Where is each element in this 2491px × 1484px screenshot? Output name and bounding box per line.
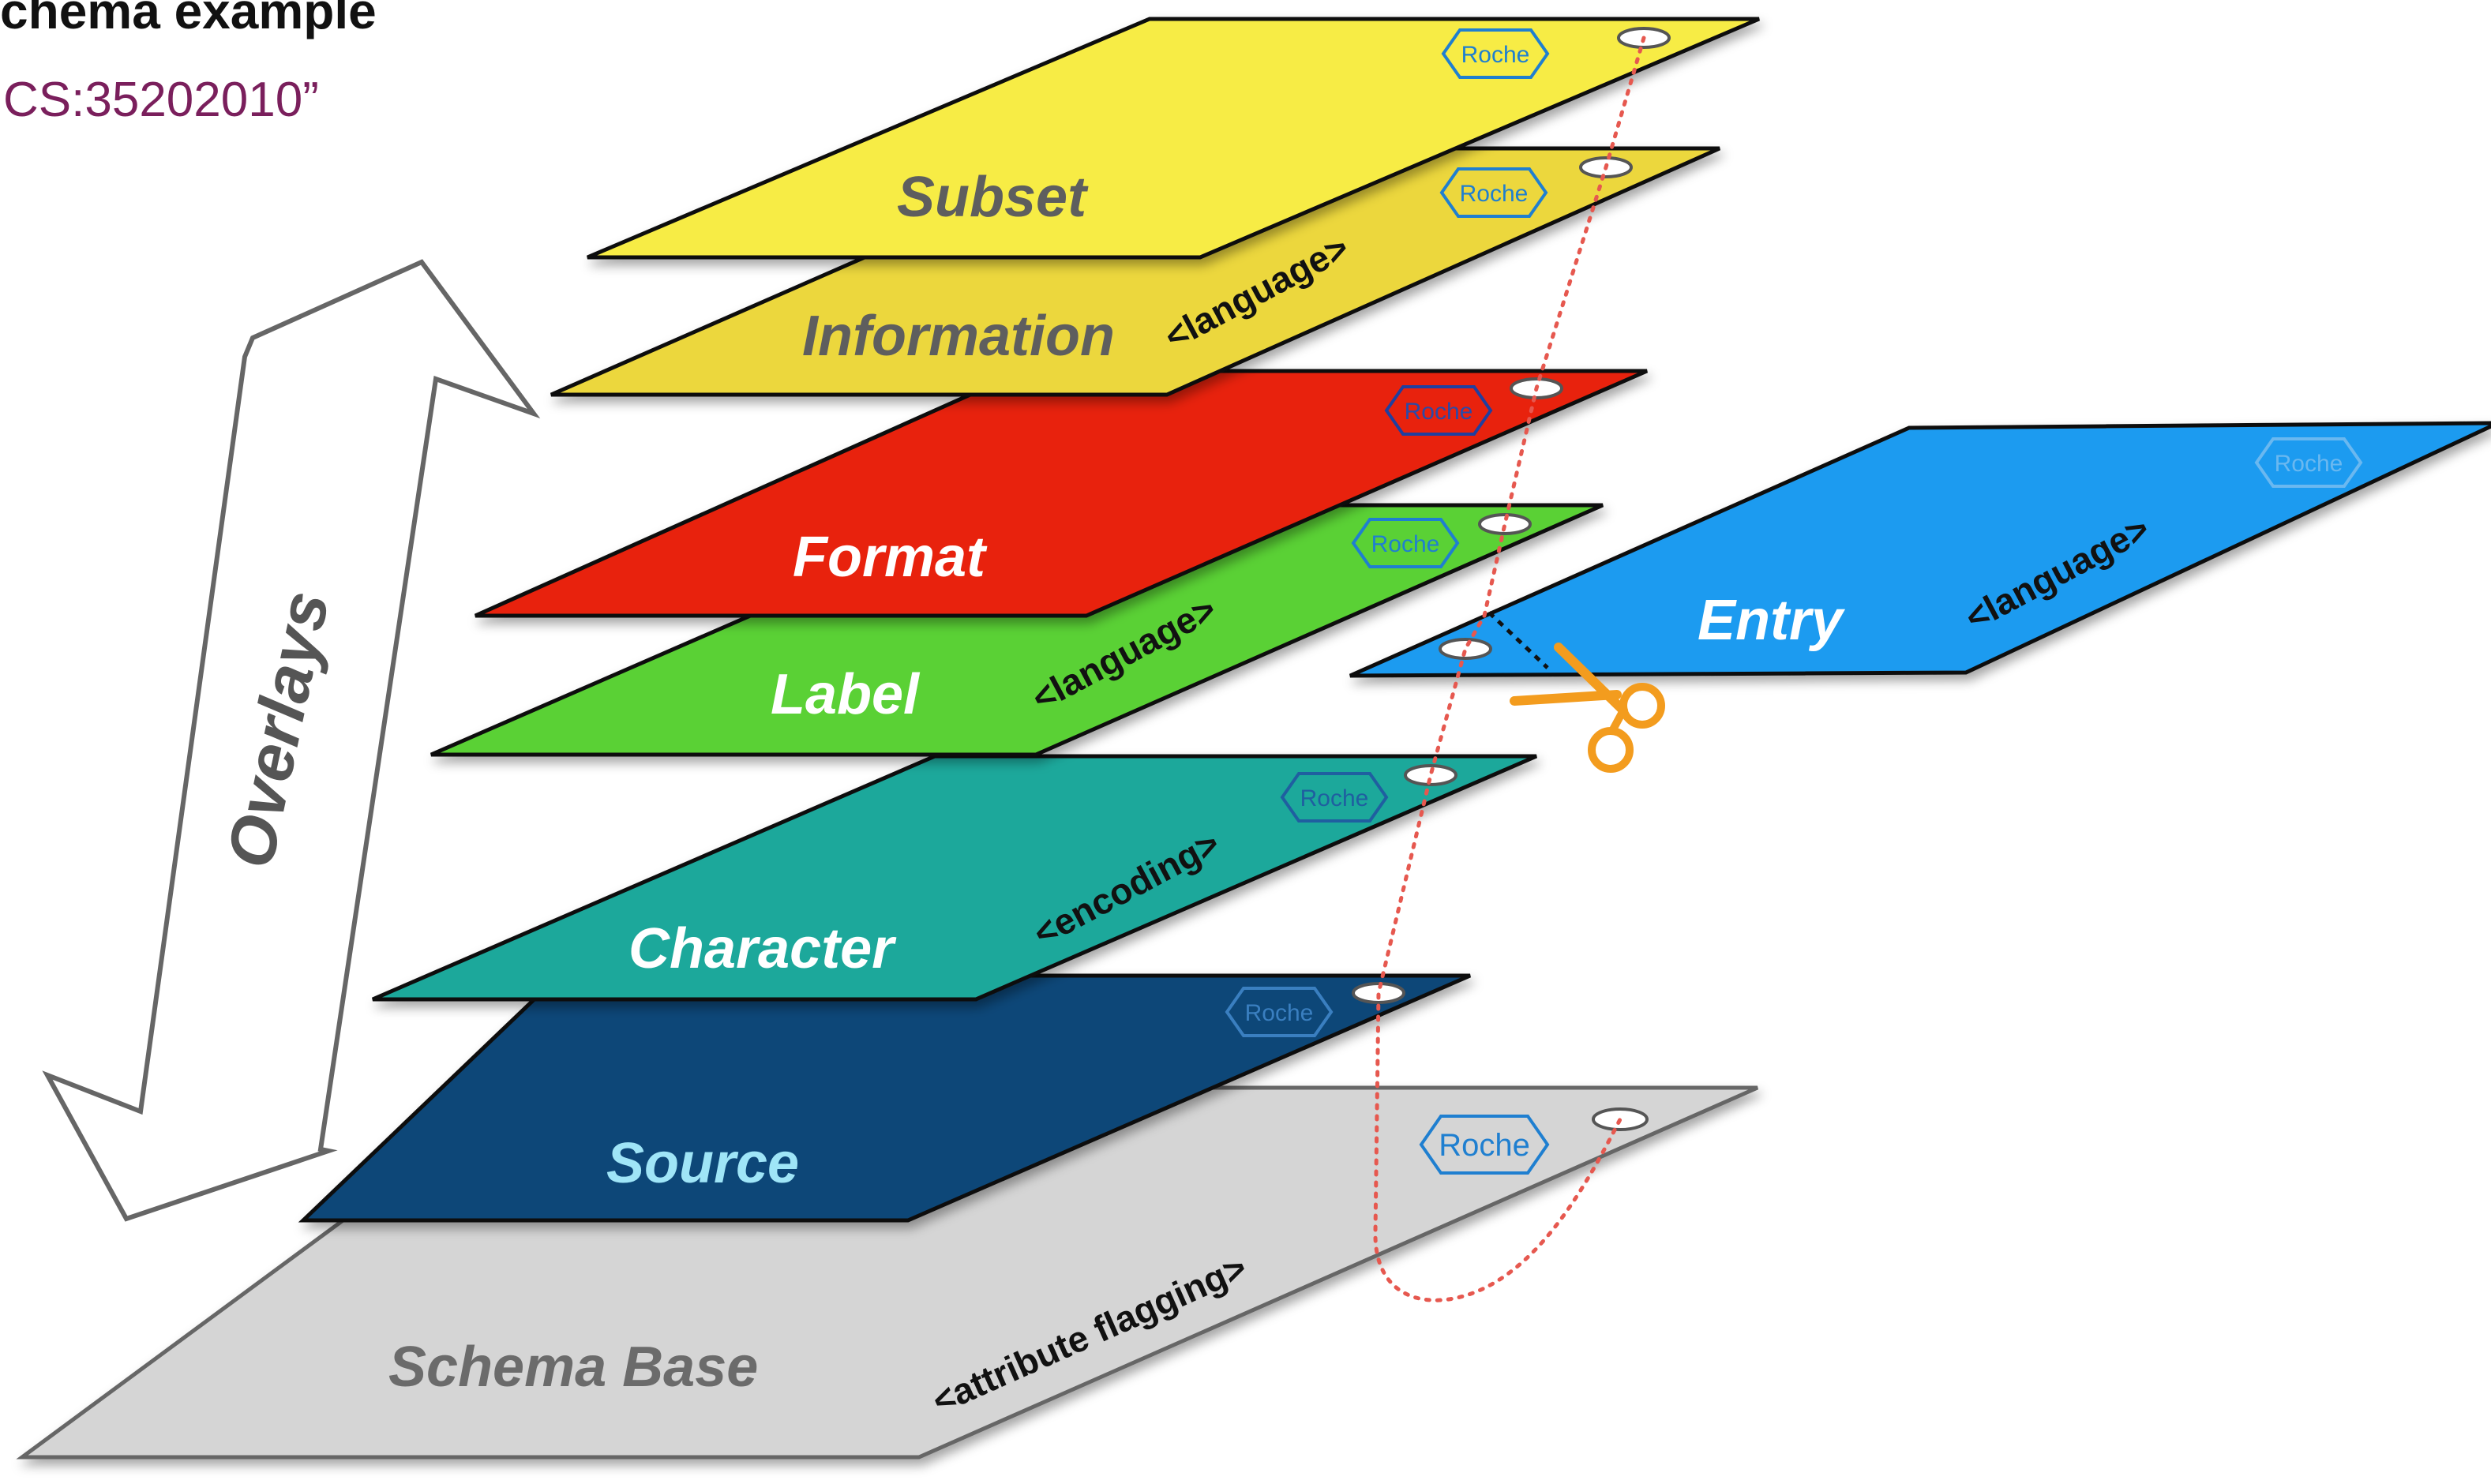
- svg-text:Roche: Roche: [1371, 531, 1440, 557]
- layer-eyelet: [1478, 513, 1532, 535]
- layer-plane: [298, 973, 1471, 1223]
- page-title: chema example: [0, 0, 377, 39]
- layer-label: Entry: [1698, 589, 1846, 652]
- page-subtitle: CS:35202010”: [3, 73, 319, 127]
- svg-text:Roche: Roche: [2275, 451, 2343, 477]
- layer-plane: [550, 146, 1721, 397]
- layer-label: Character: [628, 917, 897, 980]
- layer-label: Format: [793, 526, 988, 589]
- layer-eyelet: [1439, 638, 1492, 660]
- svg-text:Roche: Roche: [1245, 1000, 1314, 1026]
- layer-source: Source Roche: [298, 973, 1471, 1223]
- svg-text:Roche: Roche: [1461, 42, 1530, 68]
- layer-character: Character <encoding> Roche: [372, 754, 1537, 1002]
- roche-logo: Roche: [1351, 518, 1460, 568]
- layer-format: Format Roche: [474, 369, 1649, 618]
- svg-text:Roche: Roche: [1439, 1128, 1530, 1163]
- layer-information: Information <language> Roche: [550, 146, 1721, 397]
- layer-plane: [587, 17, 1760, 260]
- scissors-icon: [1510, 643, 1665, 773]
- roche-logo: Roche: [1384, 385, 1493, 436]
- layer-label: Label: [771, 663, 921, 726]
- roche-logo: Roche: [1419, 1115, 1550, 1175]
- layer-eyelet: [1404, 764, 1457, 786]
- roche-logo: Roche: [1280, 772, 1389, 823]
- svg-text:Roche: Roche: [1300, 785, 1369, 811]
- layer-plane: [474, 369, 1649, 618]
- layer-label: Information: [802, 305, 1115, 368]
- layer-label: Subset: [897, 166, 1089, 229]
- layer-plane: [1349, 421, 2491, 678]
- roche-logo: Roche: [2254, 437, 2363, 488]
- roche-logo: Roche: [1441, 28, 1550, 79]
- layer-label-plane: Label <language> Roche: [430, 503, 1604, 757]
- layer-plane: [372, 754, 1537, 1002]
- svg-text:Roche: Roche: [1460, 181, 1529, 207]
- layer-plane: [430, 503, 1604, 757]
- layer-subset: Subset Roche: [587, 17, 1760, 260]
- svg-text:Roche: Roche: [1405, 399, 1473, 425]
- roche-logo: Roche: [1225, 987, 1334, 1037]
- layer-entry: Entry <language> Roche: [1349, 421, 2491, 678]
- roche-logo: Roche: [1439, 167, 1548, 218]
- layer-label: Source: [606, 1132, 799, 1195]
- cut-line: [1487, 611, 1549, 669]
- layer-label: Schema Base: [388, 1336, 758, 1399]
- double-arrow-shape: [42, 259, 541, 1222]
- overlays-double-arrow: Overlays: [42, 259, 541, 1222]
